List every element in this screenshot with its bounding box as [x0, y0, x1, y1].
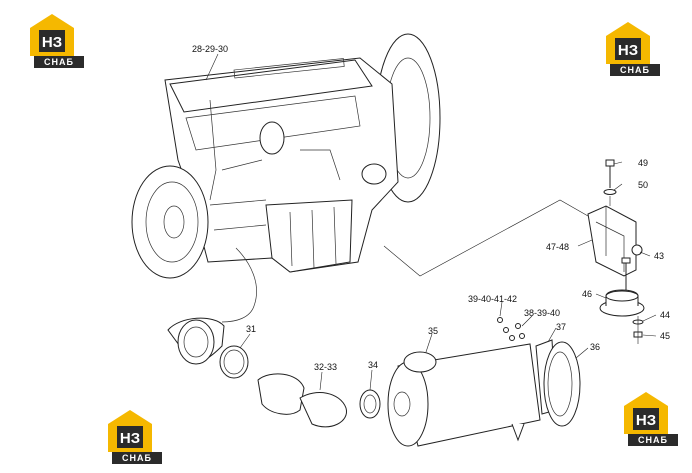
leader-32-33	[319, 371, 323, 391]
mount-location-leader	[383, 199, 589, 277]
hose-clamp-31	[219, 345, 249, 379]
mount-assembly	[587, 159, 645, 344]
logo-word: СНАБ	[638, 435, 668, 445]
logo-word: СНАБ	[44, 57, 74, 67]
filter-cover-36	[543, 341, 581, 427]
intake-elbow-mouth	[177, 319, 215, 365]
leader-lines	[205, 53, 657, 391]
intake-elbow-mouth-inner	[183, 326, 209, 358]
callout-28-29-30: 28-29-30	[192, 44, 228, 54]
leader-37	[547, 327, 557, 343]
engine-intake-manifold	[185, 95, 361, 151]
leader-31	[239, 333, 251, 349]
engine-turbocharger	[259, 121, 285, 155]
callout-36: 36	[590, 342, 600, 352]
logo-word: СНАБ	[122, 453, 152, 463]
leader-35	[425, 333, 433, 353]
leader-49	[613, 161, 623, 165]
callout-47-48: 47-48	[546, 242, 569, 252]
logo-inner-block	[117, 426, 143, 448]
leader-43	[639, 251, 651, 257]
logo-inner-block	[615, 38, 641, 60]
callout-32-33: 32-33	[314, 362, 337, 372]
air-filter-35-inlet	[403, 351, 437, 373]
callout-50: 50	[638, 180, 648, 190]
callout-43: 43	[654, 251, 664, 261]
callout-37: 37	[556, 322, 566, 332]
engine-flywheel-housing	[131, 165, 209, 279]
logo-mark: НЗ	[120, 430, 140, 447]
callout-39-40-41-42: 39-40-41-42	[468, 294, 517, 304]
fastener-39-40-41-42-c	[509, 335, 515, 341]
leader-45	[642, 334, 657, 337]
engine-oil-pan	[265, 199, 353, 273]
logo-word-bar	[610, 64, 660, 76]
logo-mark: НЗ	[618, 42, 638, 59]
rubber-mount-46-top	[605, 290, 639, 302]
air-filter-35-drain-valve	[511, 423, 525, 442]
leader-50	[613, 183, 623, 191]
logo-word: СНАБ	[620, 65, 650, 75]
engine-valve-cover	[169, 59, 373, 113]
hose-33	[299, 392, 347, 428]
engine-intake-hose	[221, 247, 257, 323]
leader-34	[369, 369, 373, 391]
logo-mark: НЗ	[636, 412, 656, 429]
callout-35: 35	[428, 326, 438, 336]
leader-46	[595, 293, 607, 299]
hose-clamp-31-inner	[223, 349, 245, 375]
fastener-38-39-40-b	[519, 333, 525, 339]
intake-assembly	[167, 317, 581, 447]
fastener-38-39-40-a	[515, 323, 521, 329]
leader-44	[642, 314, 657, 322]
engine-oil-pan-ribs	[289, 206, 337, 269]
engine-assembly	[131, 33, 441, 323]
logo-bottom-left: НЗ СНАБ	[108, 410, 162, 464]
logo-inner-block	[633, 408, 659, 430]
leader-36	[575, 347, 589, 359]
bracket-nut	[631, 244, 643, 256]
engine-block-lines	[209, 199, 267, 231]
logo-top-left: НЗ СНАБ	[30, 14, 84, 68]
callout-34: 34	[368, 360, 378, 370]
callout-45: 45	[660, 331, 670, 341]
washer-50	[603, 189, 617, 195]
fastener-39-40-41-42-a	[497, 317, 503, 323]
fastener-39-40-41-42-b	[503, 327, 509, 333]
engine-flywheel	[145, 181, 199, 263]
air-filter-35-outlet	[393, 391, 411, 417]
leader-28-29-30	[205, 53, 219, 81]
clamp-ring-34	[359, 389, 381, 419]
callout-44: 44	[660, 310, 670, 320]
callout-49: 49	[638, 158, 648, 168]
hose-32	[257, 373, 305, 415]
engine-valve-cover-badge	[233, 58, 345, 79]
filter-cover-36-inner	[547, 351, 573, 417]
leader-38-39-40	[521, 315, 533, 327]
callout-46: 46	[582, 289, 592, 299]
leader-47-48	[577, 239, 593, 247]
clamp-ring-34-inner	[363, 394, 377, 414]
callout-38-39-40: 38-39-40	[524, 308, 560, 318]
engine-pipework	[209, 99, 341, 201]
bolt-43-head	[621, 257, 631, 264]
callout-31: 31	[246, 324, 256, 334]
logo-word-bar	[112, 452, 162, 464]
bolt-49	[605, 159, 615, 167]
logo-top-right: НЗ СНАБ	[606, 22, 660, 76]
logo-word-bar	[628, 434, 678, 446]
logo-word-bar	[34, 56, 84, 68]
logo-inner-block	[39, 30, 65, 52]
engine-front-pulley	[361, 163, 387, 185]
engine-flywheel-hub	[163, 205, 185, 239]
callout-labels: 28-29-30 49 50 47-48 43 46 44 45 39-40-4…	[192, 44, 670, 372]
logo-mark: НЗ	[42, 34, 62, 51]
logo-bottom-right: НЗ СНАБ	[624, 392, 678, 446]
mount-bracket-47-48	[587, 205, 637, 277]
leader-39-40-41-42	[499, 301, 503, 317]
